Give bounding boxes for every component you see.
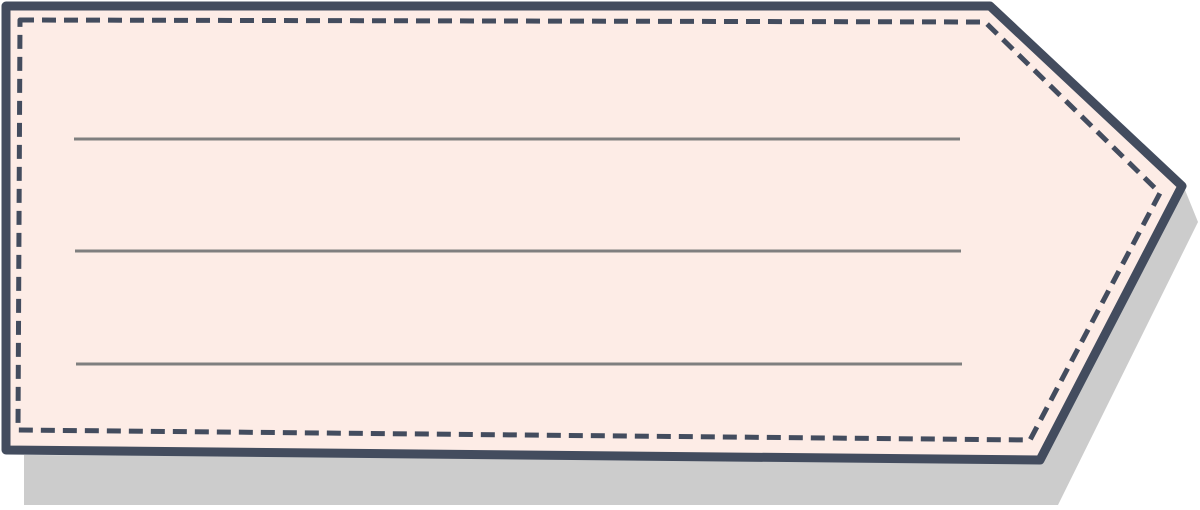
tag-stitch-border xyxy=(15,17,1163,443)
tag-body xyxy=(1,1,1187,465)
tag-shadow xyxy=(24,185,1198,505)
ruled-lines xyxy=(74,137,962,366)
